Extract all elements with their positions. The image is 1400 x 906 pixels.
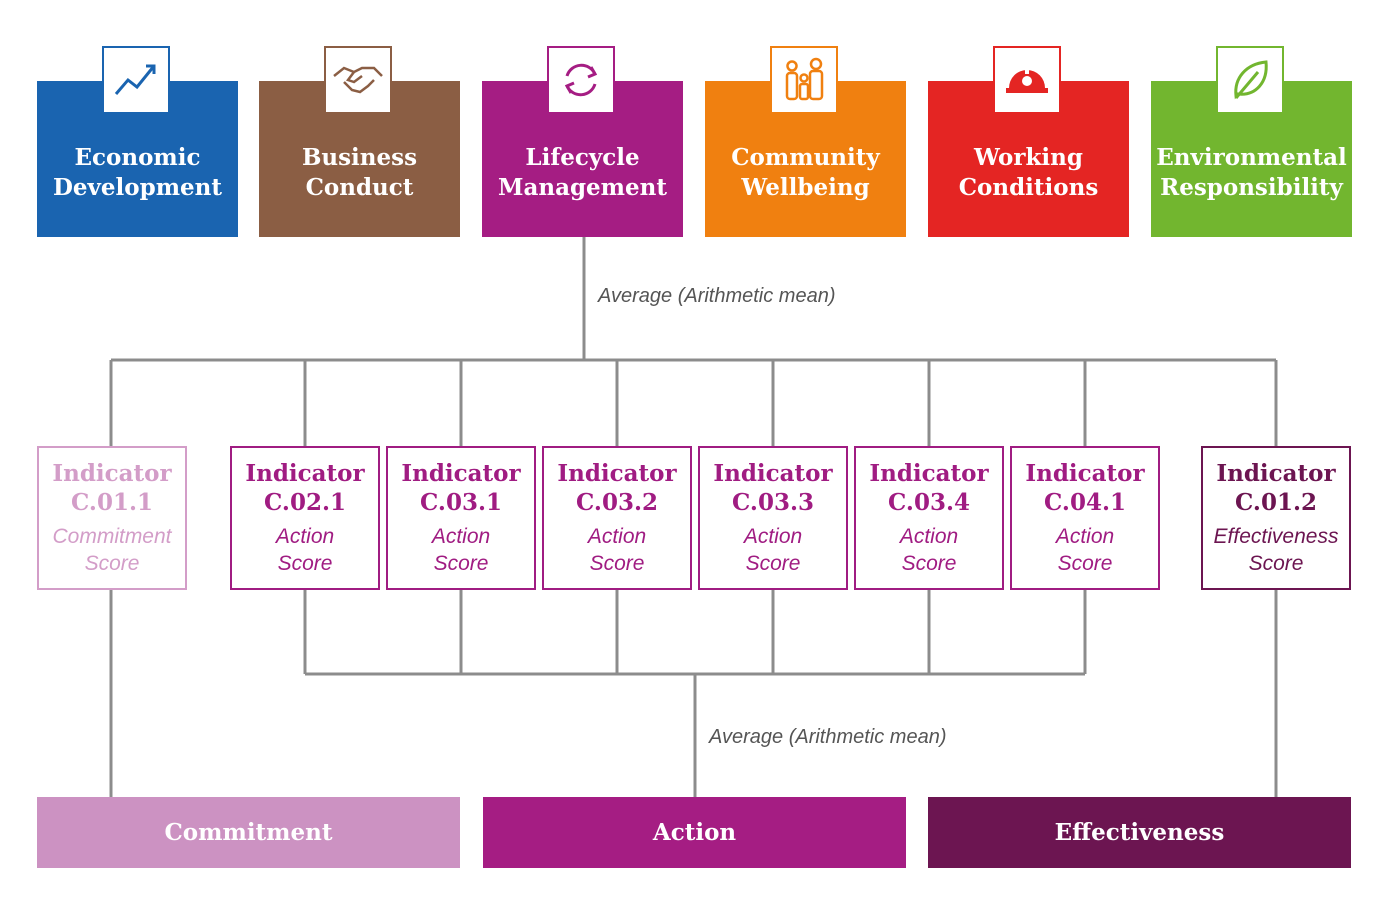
category-label-line-1: Business xyxy=(301,144,418,171)
indicator-score-line-2: Score xyxy=(745,552,801,575)
category-label-line-1: Environmental xyxy=(1156,144,1347,171)
category-label-line-1: Lifecycle xyxy=(525,144,640,171)
category-working-conditions: Working Conditions xyxy=(928,46,1129,237)
indicator-score-line-2: Score xyxy=(277,552,333,575)
average-note-bottom: Average (Arithmetic mean) xyxy=(709,726,947,748)
outcome-commitment: Commitment xyxy=(37,797,460,868)
indicator-title: Indicator xyxy=(1216,460,1336,487)
category-label-line-2: Wellbeing xyxy=(741,174,870,201)
category-environmental-responsibility: Environmental Responsibility xyxy=(1151,46,1352,237)
indicator-code: C.03.1 xyxy=(420,489,502,516)
category-label-line-1: Community xyxy=(731,144,880,171)
indicator-code: C.01.2 xyxy=(1235,489,1317,516)
chart-trend-icon xyxy=(102,46,170,114)
indicator-score-line-1: Commitment xyxy=(52,525,172,548)
category-label-line-2: Management xyxy=(497,174,668,201)
indicator-code: C.03.4 xyxy=(888,489,970,516)
cycle-arrows-icon xyxy=(547,46,615,114)
indicator-title: Indicator xyxy=(869,460,989,487)
indicator-title: Indicator xyxy=(713,460,833,487)
category-label-line-1: Working xyxy=(974,144,1083,171)
leaf-icon xyxy=(1216,46,1284,114)
indicator-title: Indicator xyxy=(1025,460,1145,487)
indicator-score-line-2: Score xyxy=(1057,552,1113,575)
indicator-score-line-2: Score xyxy=(901,552,957,575)
indicator-code: C.04.1 xyxy=(1044,489,1126,516)
indicator-score-line-2: Score xyxy=(1248,552,1304,575)
category-economic-development: Economic Development xyxy=(37,46,238,237)
indicator-code: C.01.1 xyxy=(71,489,153,516)
indicator-score-line-2: Score xyxy=(84,552,140,575)
indicator-title: Indicator xyxy=(245,460,365,487)
category-label-line-2: Responsibility xyxy=(1160,174,1343,201)
indicator-title: Indicator xyxy=(401,460,521,487)
indicator-score-line-1: Action xyxy=(899,525,959,548)
category-lifecycle-management: Lifecycle Management xyxy=(482,46,683,237)
category-community-wellbeing: Community Wellbeing xyxy=(705,46,906,237)
indicator-score-line-1: Action xyxy=(587,525,647,548)
outcome-effectiveness: Effectiveness xyxy=(928,797,1351,868)
indicator-score-line-1: Action xyxy=(1055,525,1115,548)
indicator-code: C.02.1 xyxy=(264,489,346,516)
indicator-score-line-1: Action xyxy=(743,525,803,548)
indicator-score-line-1: Effectiveness xyxy=(1213,525,1339,548)
handshake-icon xyxy=(324,46,392,114)
hard-hat-icon xyxy=(993,46,1061,114)
indicator-score-line-2: Score xyxy=(433,552,489,575)
indicator-title: Indicator xyxy=(557,460,677,487)
indicator-score-line-1: Action xyxy=(275,525,335,548)
family-icon xyxy=(770,46,838,114)
category-label-line-2: Conduct xyxy=(305,174,414,201)
category-business-conduct: Business Conduct xyxy=(259,46,460,237)
category-label-line-2: Conditions xyxy=(958,174,1099,201)
category-label-line-2: Development xyxy=(52,174,223,201)
average-note-top: Average (Arithmetic mean) xyxy=(598,285,836,307)
indicator-title: Indicator xyxy=(52,460,172,487)
category-label-line-1: Economic xyxy=(74,144,201,171)
outcome-action: Action xyxy=(483,797,906,868)
indicator-score-line-1: Action xyxy=(431,525,491,548)
indicator-score-line-2: Score xyxy=(589,552,645,575)
indicator-code: C.03.2 xyxy=(576,489,658,516)
indicator-code: C.03.3 xyxy=(732,489,814,516)
